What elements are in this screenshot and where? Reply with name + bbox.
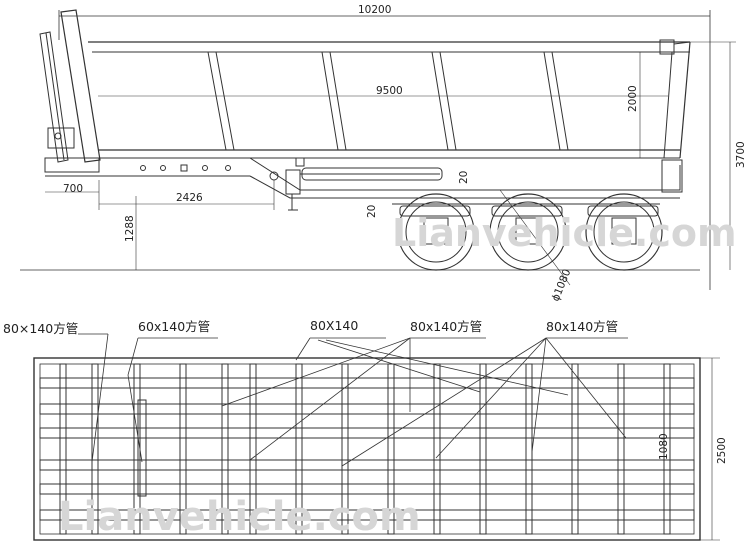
watermark-bottom: Lianvehicle.com [58,494,421,540]
body-length-label: 9500 [376,85,403,97]
dim-20-upper: 20 [458,171,470,184]
tyre-diameter-label: ϕ1080 [550,267,574,303]
side-view: 10200 9500 [20,4,747,303]
kingpin-leg-dimension: 2426 [98,180,275,210]
kingpin-leg-label: 2426 [176,192,203,204]
overall-length-label: 10200 [358,4,391,16]
front-overhang-dimension: 700 [45,183,99,195]
inner-width-dimension: 1080 [658,404,671,494]
watermark-top: Lianvehicle.com [392,211,737,255]
cross-beam-label: 80X140 [310,318,358,333]
body-height-label: 2000 [627,85,639,112]
longitudinal-beams [39,377,695,521]
callouts: 80×140方管 60x140方管 80X140 80x140方管 80x140… [3,318,628,467]
overall-width-dimension: 2500 [700,357,728,541]
main-beam-label: 80×140方管 [3,321,78,336]
plan-view: 1080 2500 80×140方管 60x140方管 80X140 80x14… [3,318,728,541]
side-tube-label: 60x140方管 [138,319,210,334]
frame-height-label: 1288 [124,215,136,242]
tailgate [39,9,101,163]
wheel-2 [489,193,567,271]
frame-height-dimension: 1288 [124,196,137,270]
frame-outline [33,357,701,541]
overall-length-dimension: 10200 [58,4,711,290]
cross-tube-label-a: 80x140方管 [410,319,482,334]
front-overhang-label: 700 [63,183,83,195]
chassis-frame [44,157,683,211]
cross-members [59,363,671,535]
dim-20-lower: 20 [366,205,378,218]
overall-width-label: 2500 [716,437,728,464]
cross-tube-label-b: 80x140方管 [546,319,618,334]
dump-body: 9500 2000 3700 [88,39,747,270]
inner-width-label: 1080 [658,433,670,460]
overall-height-label: 3700 [735,141,747,168]
